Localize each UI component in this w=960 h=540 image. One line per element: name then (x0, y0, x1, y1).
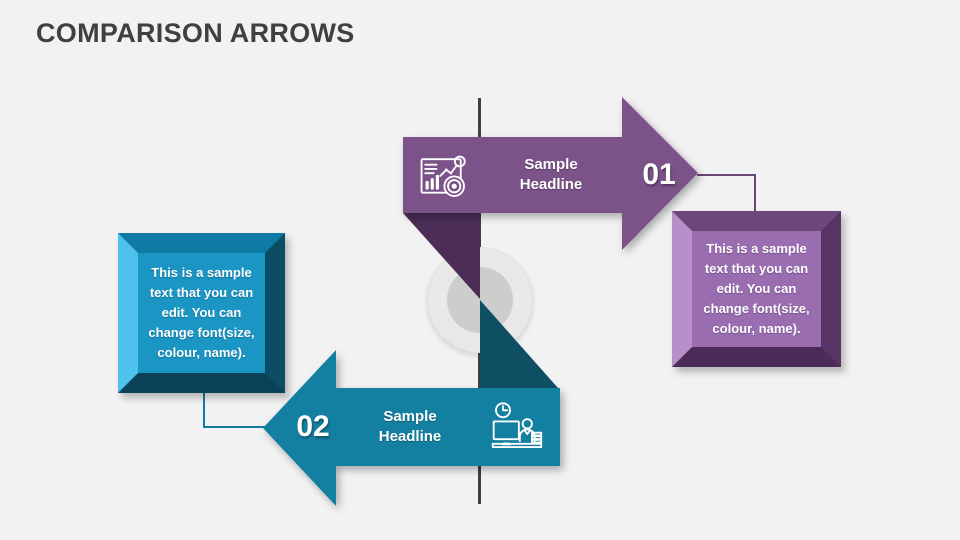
arrow-02-number: 02 (296, 410, 330, 443)
arrow-01[interactable]: Sample Headline 01 (403, 97, 698, 250)
arrow-02[interactable]: Sample Headline 02 (263, 350, 560, 506)
arrow-02-wrapper: Sample Headline 02 (263, 350, 560, 506)
arrow-01-number: 01 (642, 158, 676, 191)
arrow-02-headline: Sample Headline (378, 407, 442, 445)
description-box-01[interactable]: This is a sample text that you can edit.… (672, 211, 841, 367)
arrow-01-wrapper: Sample Headline 01 (403, 97, 698, 250)
connector-02-vertical (203, 392, 205, 428)
connector-01-vertical (754, 174, 756, 213)
description-text-02: This is a sample text that you can edit.… (148, 264, 255, 361)
analytics-chart-icon (420, 155, 466, 197)
arrow-01-headline: Sample Headline (519, 155, 583, 193)
description-box-02[interactable]: This is a sample text that you can edit.… (118, 233, 285, 393)
person-workstation-icon (491, 402, 543, 448)
description-text-01: This is a sample text that you can edit.… (703, 240, 810, 337)
connector-02-horizontal (203, 426, 265, 428)
connector-01-horizontal (697, 174, 756, 176)
slide-title[interactable]: COMPARISON ARROWS (36, 18, 355, 48)
